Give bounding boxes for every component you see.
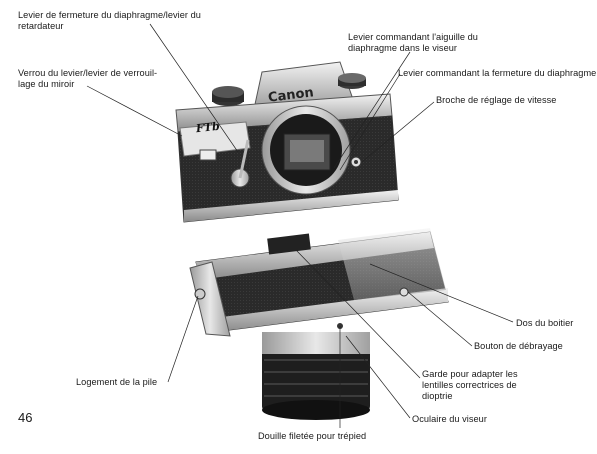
label-eyepiece-guard: Garde pour adapter les — [422, 369, 518, 379]
label-mirror-lock-cont: lage du miroir — [18, 79, 75, 89]
label-needle-lever: Levier commandant l'aiguille du — [348, 32, 478, 42]
label-shutter-lever-cont: retardateur — [18, 21, 64, 31]
label-eyepiece-guard-cont: lentilles correctrices de — [422, 380, 517, 390]
leader-lines — [86, 23, 514, 428]
label-mirror-lock: Verrou du levier/levier de verrouil- — [18, 68, 158, 78]
page-number: 46 — [18, 410, 33, 425]
label-back-cover: Dos du boitier — [516, 318, 574, 328]
label-eyepiece-guard-cont2: dioptrie — [422, 391, 453, 401]
label-release-button: Bouton de débrayage — [474, 341, 563, 351]
label-speed-pin: Broche de réglage de vitesse — [436, 95, 557, 105]
camera-front-view — [175, 61, 399, 223]
label-needle-lever-cont: diaphragme dans le viseur — [348, 43, 458, 53]
label-shutter-lever: Levier de fermeture du diaphragme/levier… — [18, 10, 201, 20]
camera-top-view — [189, 228, 449, 420]
label-viewfinder-eyepiece: Oculaire du viseur — [412, 414, 487, 424]
label-closing-lever: Levier commandant la fermeture du diaphr… — [398, 68, 597, 78]
label-tripod-socket: Douille filetée pour trépied — [258, 431, 367, 441]
model-badge: FTb — [195, 119, 221, 136]
label-battery-housing: Logement de la pile — [76, 377, 158, 387]
